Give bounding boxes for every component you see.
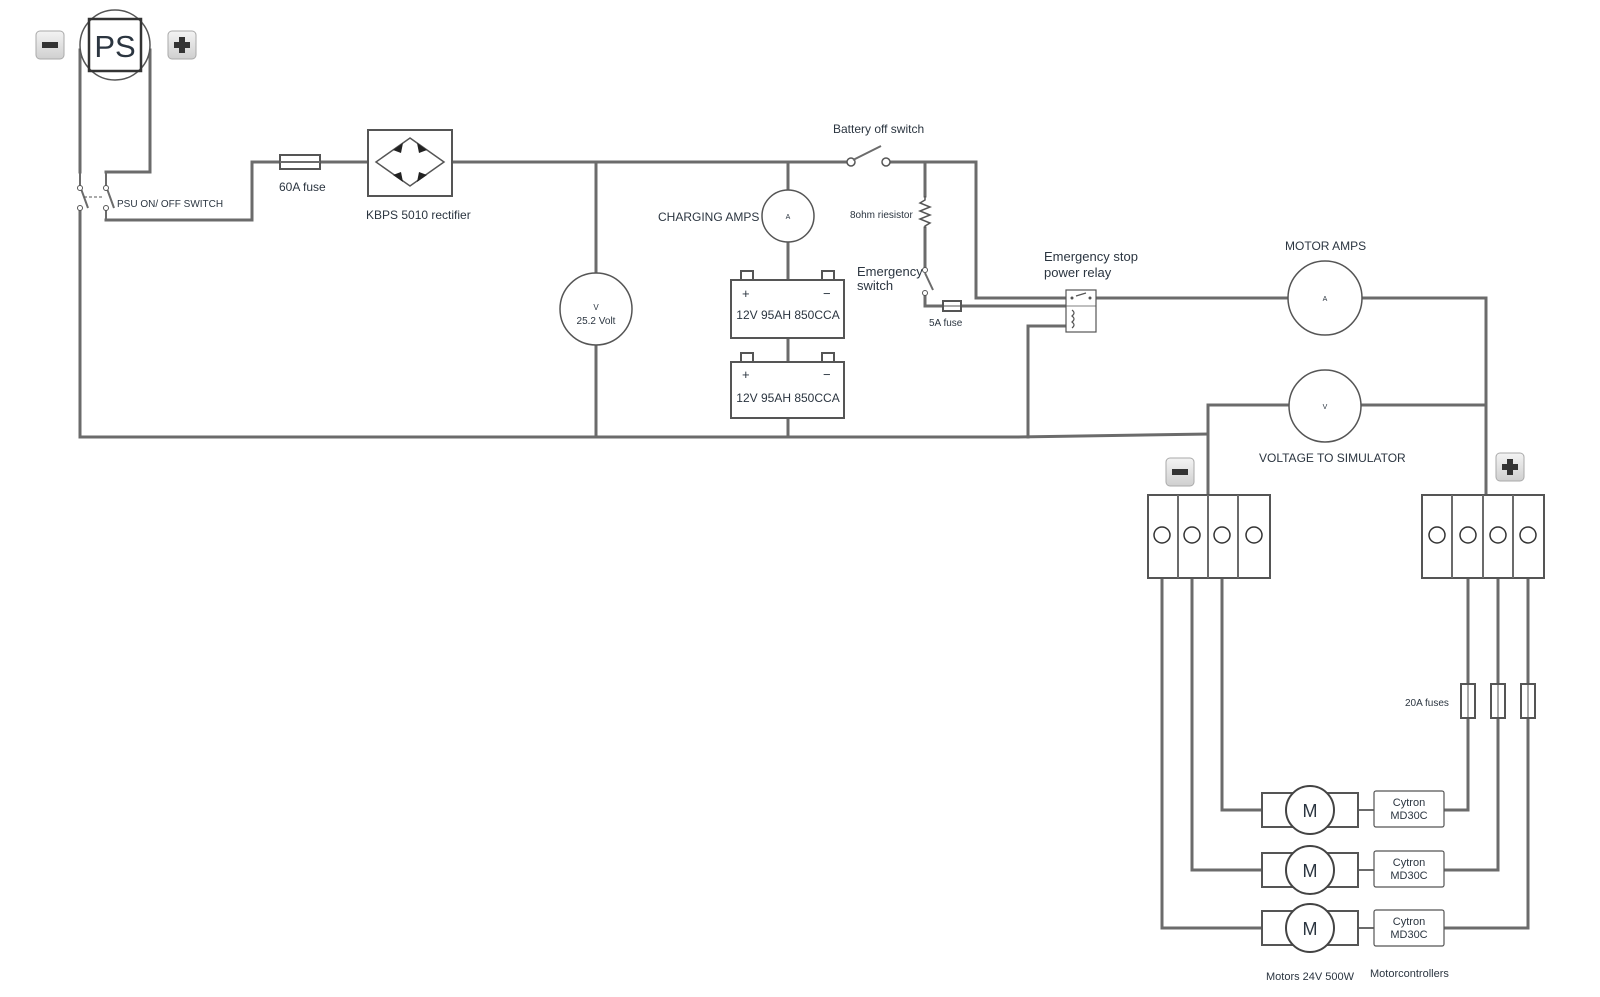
charging-ammeter-symbol: A <box>786 214 791 221</box>
negative-terminal-block <box>1147 494 1271 579</box>
battery-1-minus: − <box>823 286 831 301</box>
controller-2-line2: MD30C <box>1390 870 1427 882</box>
controller-1-line1: Cytron <box>1393 797 1425 809</box>
resistor-8ohm <box>917 196 933 228</box>
battery-off-switch <box>846 145 891 167</box>
controller-3-line1: Cytron <box>1393 916 1425 928</box>
fuse-20a-1 <box>1460 683 1476 719</box>
fuse-60a <box>279 154 321 170</box>
fuse-5a <box>942 300 962 312</box>
simulator-voltmeter-symbol: V <box>1323 404 1328 411</box>
psu-switch-label: PSU ON/ OFF SWITCH <box>117 199 223 210</box>
fuse-20a-2 <box>1490 683 1506 719</box>
relay-label-2: power relay <box>1044 265 1112 280</box>
positive-terminal-block <box>1421 494 1545 579</box>
power-supply-label: PS <box>94 29 135 64</box>
battery-1-label: 12V 95AH 850CCA <box>736 308 839 322</box>
controller-1-line2: MD30C <box>1390 810 1427 822</box>
motor-1: M <box>1261 785 1359 835</box>
battery-off-switch-label: Battery off switch <box>833 122 924 136</box>
battery-2-plus: + <box>742 367 750 382</box>
motor-1-symbol: M <box>1303 801 1318 821</box>
negative-minus-icon <box>1165 457 1195 487</box>
minus-icon <box>35 30 65 60</box>
main-voltmeter-reading: 25.2 Volt <box>577 316 616 327</box>
main-voltmeter-symbol: V <box>593 303 599 312</box>
battery-2: + − 12V 95AH 850CCA <box>730 352 845 419</box>
motor-3: M <box>1261 903 1359 953</box>
controller-2-line1: Cytron <box>1393 857 1425 869</box>
controllers-label: Motorcontrollers <box>1370 968 1449 980</box>
motors-label: Motors 24V 500W <box>1266 971 1355 983</box>
motor-ammeter: A <box>1287 260 1363 336</box>
resistor-label: 8ohm riesistor <box>850 210 913 221</box>
motor-ammeter-symbol: A <box>1323 296 1328 303</box>
battery-2-minus: − <box>823 367 831 382</box>
plus-icon <box>167 30 197 60</box>
motor-amps-label: MOTOR AMPS <box>1285 239 1366 253</box>
motor-2: M <box>1261 845 1359 895</box>
voltage-to-simulator-label: VOLTAGE TO SIMULATOR <box>1259 451 1406 465</box>
emergency-switch-label-1: Emergency <box>857 264 923 279</box>
fuse-20a-3 <box>1520 683 1536 719</box>
emergency-switch-label-2: switch <box>857 278 893 293</box>
rectifier-label: KBPS 5010 rectifier <box>366 208 471 222</box>
charging-amps-label: CHARGING AMPS <box>658 210 759 224</box>
fuse-60a-label: 60A fuse <box>279 180 326 194</box>
charging-ammeter: A <box>761 189 815 243</box>
emergency-switch <box>922 267 934 296</box>
rectifier <box>367 129 453 197</box>
emergency-stop-relay <box>1065 289 1097 333</box>
controller-1: Cytron MD30C <box>1373 790 1445 828</box>
motor-2-symbol: M <box>1303 861 1318 881</box>
main-voltmeter: V 25.2 Volt <box>559 272 633 346</box>
battery-2-label: 12V 95AH 850CCA <box>736 391 839 405</box>
controller-2: Cytron MD30C <box>1373 850 1445 888</box>
wires <box>78 48 1530 930</box>
power-supply: PS <box>79 9 151 81</box>
controller-3-line2: MD30C <box>1390 929 1427 941</box>
relay-label-1: Emergency stop <box>1044 249 1138 264</box>
positive-plus-icon <box>1495 452 1525 482</box>
psu-switch <box>77 172 115 220</box>
fuses-20a-label: 20A fuses <box>1405 698 1449 709</box>
simulator-voltmeter: V <box>1288 369 1362 443</box>
controller-3: Cytron MD30C <box>1373 909 1445 947</box>
battery-1-plus: + <box>742 286 750 301</box>
motor-3-symbol: M <box>1303 919 1318 939</box>
battery-1: + − 12V 95AH 850CCA <box>730 270 845 339</box>
fuse-5a-label: 5A fuse <box>929 318 963 329</box>
